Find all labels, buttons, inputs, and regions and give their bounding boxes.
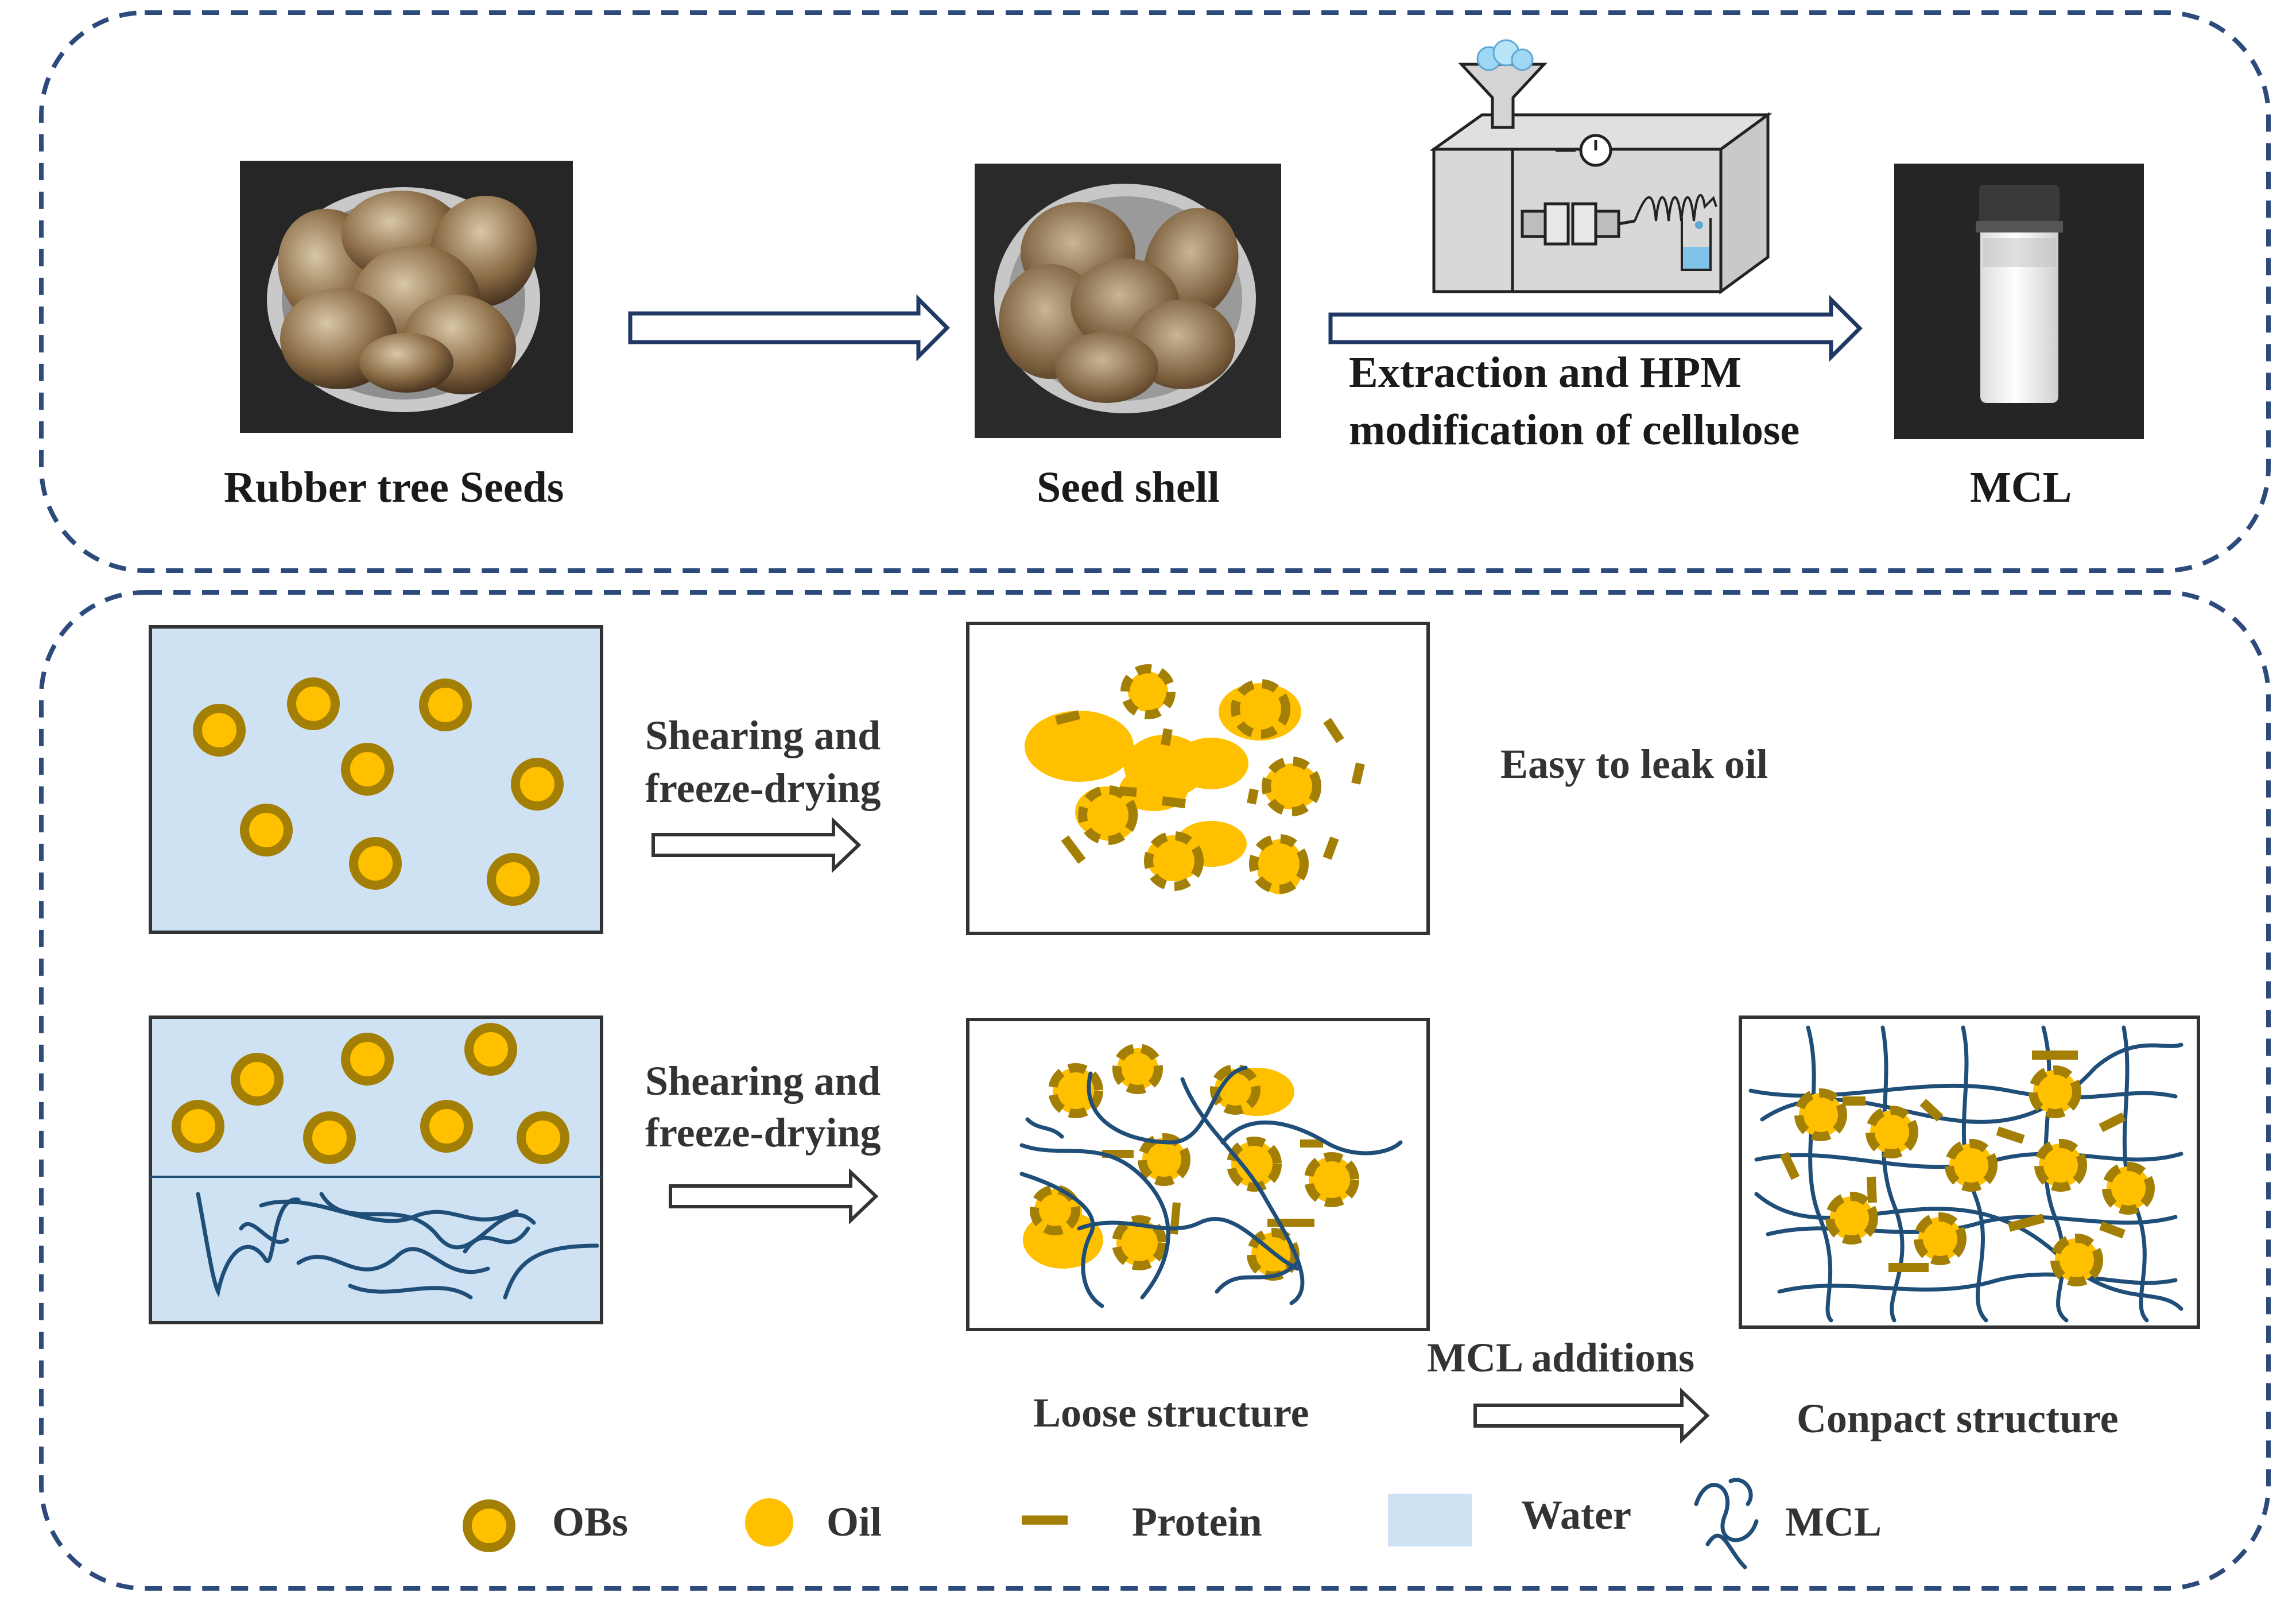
arrow-shell-to-mcl [1328,294,1863,362]
box-obs-with-mcl [149,1015,603,1324]
bottom-panel-frame [39,590,2271,1591]
legend-oil-label: Oil [827,1499,882,1545]
arrow-seeds-to-shell [628,294,950,362]
arrow-row2 [669,1168,879,1225]
compact-structure-label: Conpact structure [1797,1396,2119,1441]
box-loose-structure [966,1018,1430,1331]
leak-oil-label: Easy to leak oil [1500,741,1768,787]
loose-structure-label: Loose structure [1033,1390,1309,1436]
mcl-vial-photo [1894,164,2144,439]
legend [463,1478,1759,1569]
hpm-machine-illustration [1429,39,1773,294]
legend-mcl-swatch [1694,1478,1759,1569]
process-label-line1: Extraction and HPM [1349,348,1742,397]
top-panel-frame [39,10,2271,573]
seed-shell-label: Seed shell [1037,463,1220,511]
legend-obs-label: OBs [552,1499,629,1545]
arrow-row1 [651,816,862,874]
legend-protein-label: Protein [1132,1499,1262,1545]
process-label-line2: modification of cellulose [1349,406,1800,454]
legend-obs-swatch [463,1499,515,1552]
mcl-product-label: MCL [1970,463,2072,511]
legend-water-swatch [1388,1494,1472,1546]
box-obs-in-water [149,625,603,934]
mcl-additions-label: MCL additions [1427,1335,1695,1381]
row1-arrow-label-line1: Shearing and [645,712,881,758]
row2-arrow-label-line2: freeze-drying [645,1110,881,1156]
obs-droplets [193,677,564,906]
row1-arrow-label-line2: freeze-drying [645,765,881,811]
seed-shell-photo [975,164,1281,438]
legend-oil-swatch [745,1498,793,1546]
box-leaked-oil [966,622,1430,935]
legend-mcl-label: MCL [1785,1499,1882,1545]
rubber-seeds-photo [240,161,573,433]
legend-water-label: Water [1521,1492,1631,1538]
rubber-seeds-label: Rubber tree Seeds [224,463,564,511]
box-compact-structure [1739,1015,2200,1329]
row2-arrow-label-line1: Shearing and [645,1058,881,1104]
arrow-mcl-additions [1473,1387,1710,1444]
